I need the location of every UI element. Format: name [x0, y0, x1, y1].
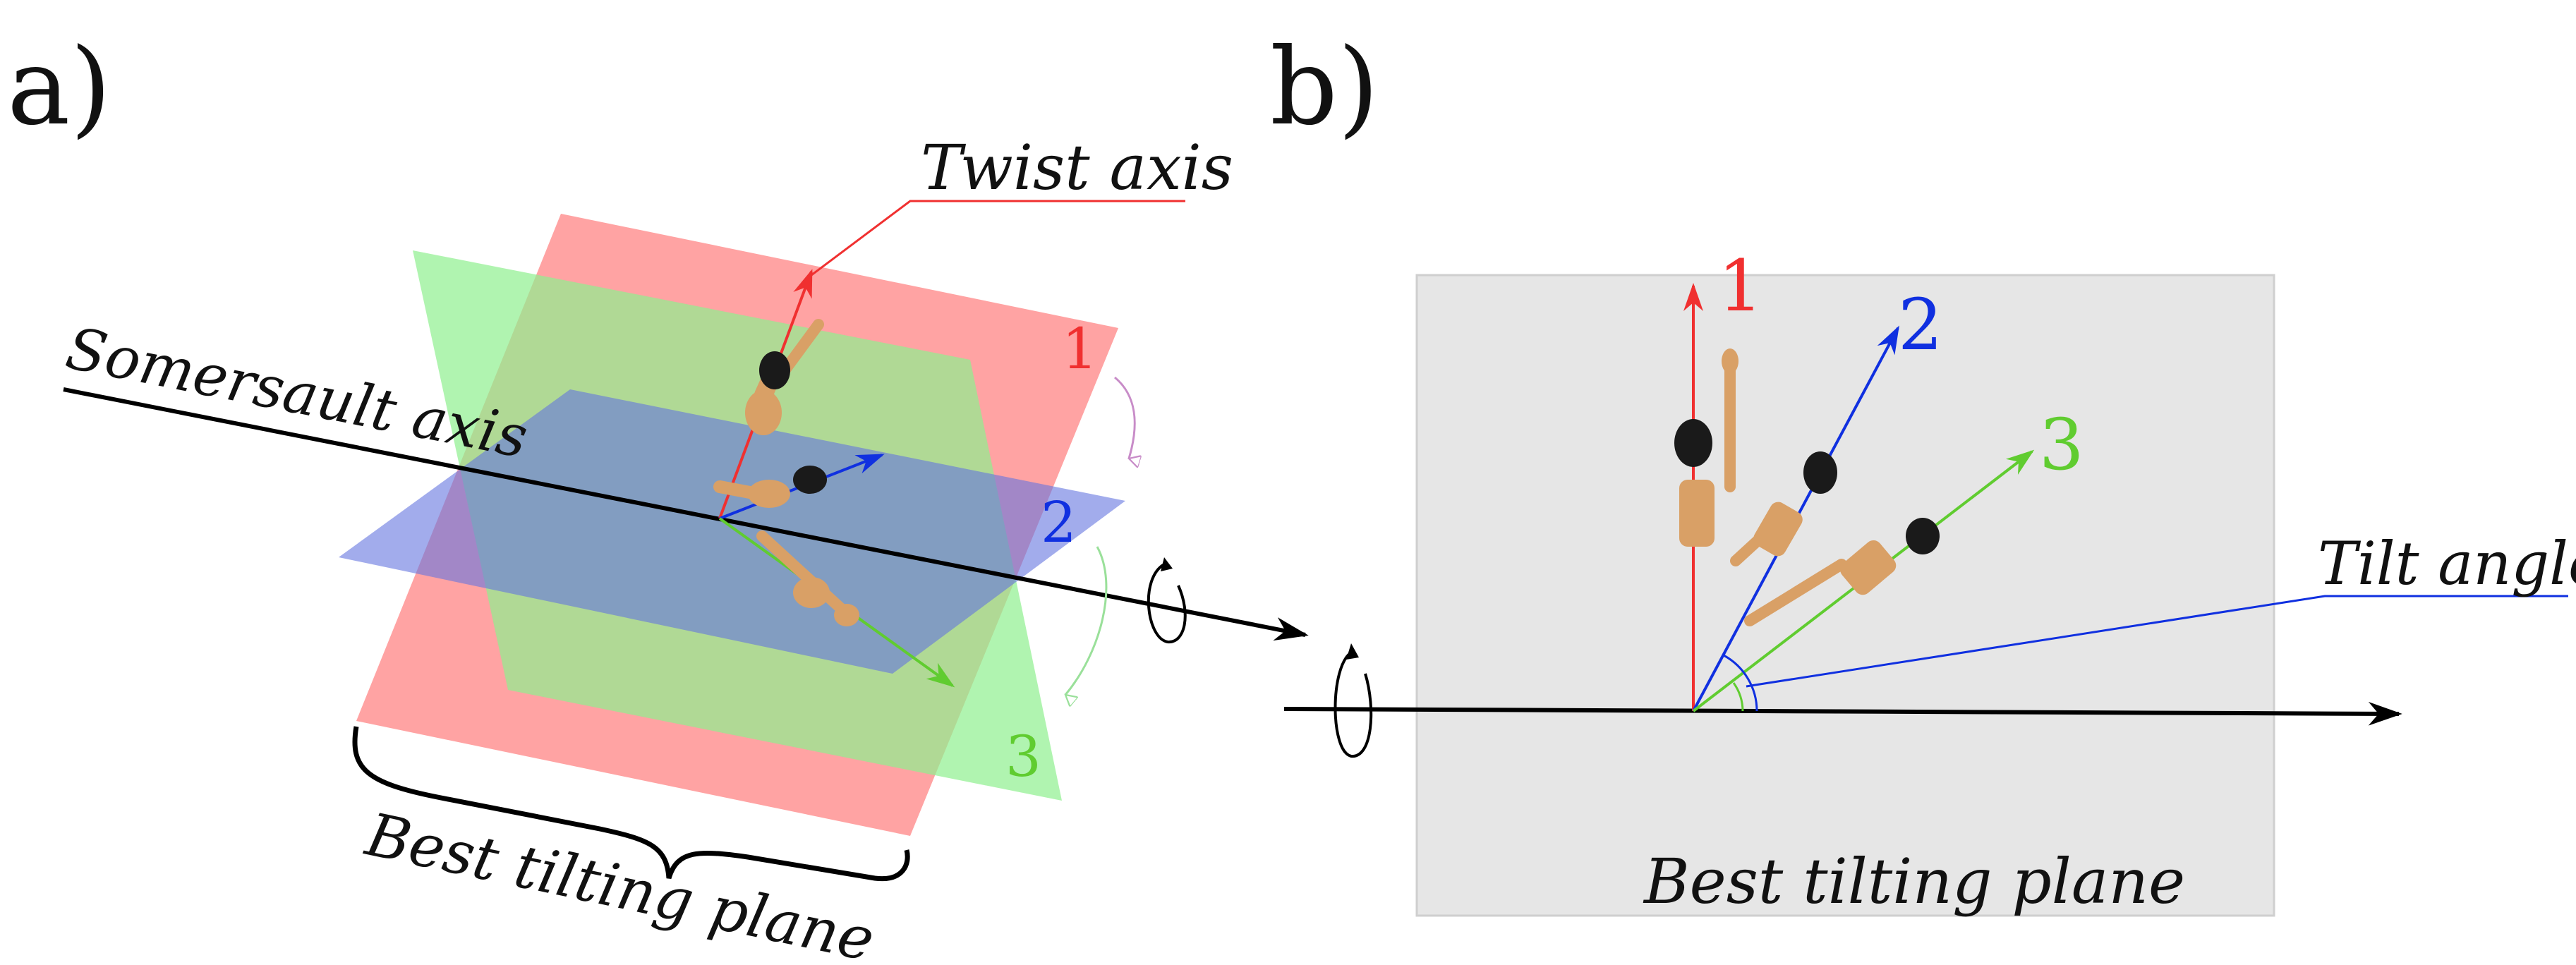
tilt-angle-arc-blue [1723, 654, 1758, 712]
tilt-angle-arc-green [1732, 682, 1744, 712]
panel-b-somersault-axis [1283, 702, 2402, 726]
panel-b-arrow-3-number: 3 [2039, 403, 2084, 486]
plane-1-number: 1 [1062, 316, 1098, 382]
plane-2-blue [339, 389, 1125, 674]
panel-b-rotation-icon [1334, 651, 1373, 758]
panel-b-best-tilting-plane-label: Best tilting plane [1643, 845, 2185, 918]
twist-axis-leader [811, 200, 1185, 277]
panel-b-rotation-arrowhead [1346, 643, 1359, 660]
somersault-rotation-arrowhead [1161, 557, 1173, 571]
somersault-axis [63, 387, 1309, 641]
transition-arrow-1-2 [1114, 376, 1135, 459]
mannequin-pose-2 [713, 466, 827, 508]
panel-b-mannequin-pose-2 [1730, 451, 1837, 566]
panel-b-mannequin-pose-3 [1744, 518, 1940, 626]
panel-b-mannequin-pose-1 [1674, 348, 1739, 547]
mannequin-pose-1 [745, 319, 824, 435]
panel-b-arrow-1-number: 1 [1718, 245, 1763, 327]
plane-3-number: 3 [1005, 724, 1041, 789]
panel-b-letter: b) [1270, 26, 1379, 149]
tilt-angle-leader [1746, 595, 2568, 688]
mannequin-pose-3 [756, 530, 859, 626]
twist-axis-label: Twist axis [921, 131, 1233, 204]
tilt-angle-label: Tilt angle [2318, 529, 2576, 598]
panel-b: b) 1 2 3 Tilt angle [1270, 26, 2576, 918]
panel-a-letter: a) [7, 26, 111, 149]
somersault-rotation-icon [1147, 563, 1187, 643]
transition-arrow-2-3 [1065, 546, 1108, 695]
panel-a-best-tilting-plane-label: Best tilting plane [359, 799, 881, 965]
best-tilting-plane-brace [352, 726, 910, 882]
panel-b-arrow-2-number: 2 [1898, 284, 1943, 366]
panel-a: a) Twist axis Somersault axis 1 2 3 [7, 26, 1309, 965]
plane-2-number: 2 [1041, 490, 1077, 555]
